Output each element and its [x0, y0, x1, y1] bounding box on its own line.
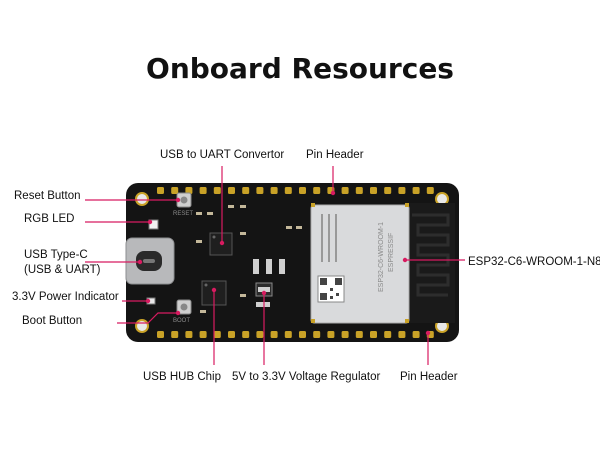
passive-components — [196, 205, 302, 313]
pin-pad — [384, 331, 392, 338]
reset-silkscreen: RESET — [173, 211, 193, 217]
pin-pad — [256, 187, 264, 194]
pin-pad — [341, 187, 349, 194]
pin-pad — [370, 331, 377, 338]
pin-pad — [213, 331, 221, 338]
pin-pad — [341, 331, 349, 338]
boot-silkscreen: BOOT — [173, 318, 190, 324]
pin-pad — [370, 187, 377, 194]
pin-pad — [185, 187, 193, 194]
pin-pad — [299, 187, 306, 194]
pin-pad — [242, 187, 250, 194]
pin-pad — [270, 331, 278, 338]
pin-pad — [213, 187, 221, 194]
pin-pad — [228, 187, 235, 194]
module-name-text: ESP32-C6-WROOM-1 — [378, 222, 385, 292]
callout-dots — [137, 190, 431, 336]
callout-boot — [117, 312, 178, 324]
pin-pad — [398, 331, 406, 338]
pin-pad — [270, 187, 278, 194]
pin-pad — [426, 187, 434, 194]
callout-lines — [85, 166, 465, 365]
label-pin-header-bottom: Pin Header — [400, 371, 458, 383]
label-rgb-led: RGB LED — [24, 213, 75, 225]
pin-pad — [199, 187, 207, 194]
module-castellations — [311, 203, 409, 323]
label-module: ESP32-C6-WROOM-1-N8 — [468, 256, 600, 268]
pin-pad — [313, 331, 321, 338]
label-usb-hub: USB HUB Chip — [143, 371, 221, 383]
pin-pad — [185, 331, 193, 338]
pin-pad — [327, 331, 335, 338]
pin-pad — [355, 331, 363, 338]
pin-pad — [412, 331, 420, 338]
pin-pad — [242, 331, 250, 338]
pin-pad — [157, 187, 164, 194]
pin-pad — [171, 331, 179, 338]
label-power-indicator: 3.3V Power Indicator — [12, 291, 119, 303]
label-reset-button: Reset Button — [14, 190, 81, 202]
pin-pad — [313, 187, 321, 194]
pin-header-bottom-pads — [157, 331, 434, 338]
regulator-passives — [253, 259, 285, 307]
label-usb-type-c-sub: (USB & UART) — [24, 264, 101, 276]
pin-pad — [398, 187, 406, 194]
pin-pad — [299, 331, 306, 338]
label-usb-uart: USB to UART Convertor — [160, 149, 285, 161]
label-pin-header-top: Pin Header — [306, 149, 364, 161]
pin-pad — [157, 331, 164, 338]
pin-pad — [199, 331, 207, 338]
pin-pad — [284, 331, 292, 338]
page-title: Onboard Resources — [146, 52, 454, 85]
label-usb-type-c: USB Type-C — [24, 249, 88, 261]
pin-header-top-pads — [157, 187, 434, 194]
label-regulator: 5V to 3.3V Voltage Regulator — [232, 371, 381, 383]
pin-pad — [412, 187, 420, 194]
pin-pad — [228, 331, 235, 338]
pin-pad — [284, 187, 292, 194]
rgb-led-part — [148, 219, 159, 230]
label-boot-button: Boot Button — [22, 315, 83, 327]
pin-pad — [384, 187, 392, 194]
module-brand-text: ESPRESSIF — [388, 233, 395, 272]
pin-pad — [355, 187, 363, 194]
pin-pad — [256, 331, 264, 338]
pin-pad — [171, 187, 179, 194]
